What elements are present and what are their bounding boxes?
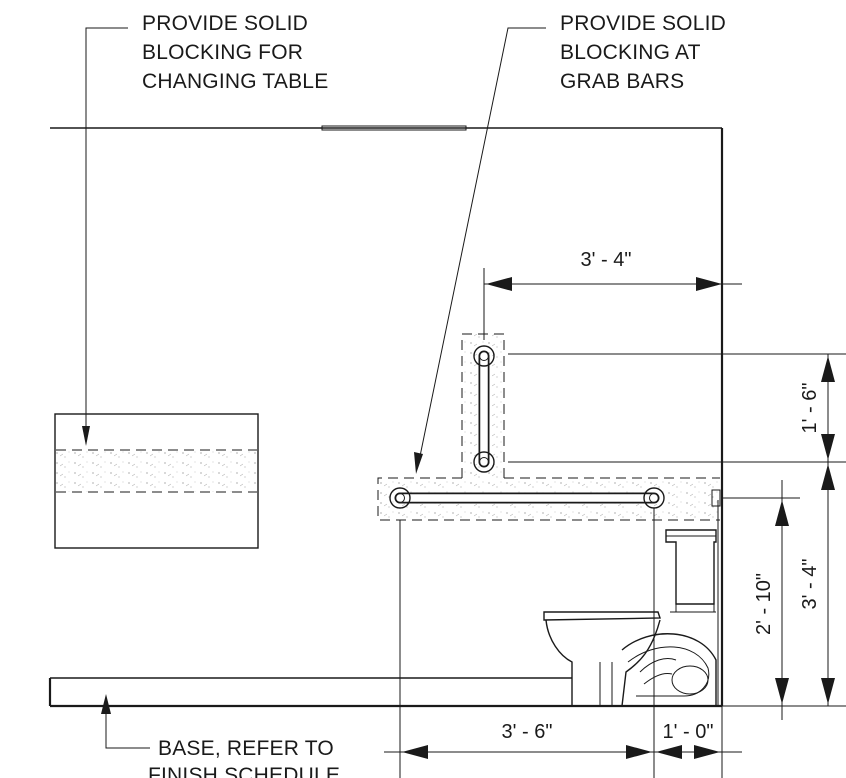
dim-vertical-bar — [508, 353, 846, 706]
note-base: BASE, REFER TO FINISH SCHEDULE — [148, 737, 340, 778]
dim-label-vertical-bar: 1' - 6" — [799, 383, 821, 434]
dim-grab-bar-offset — [483, 268, 742, 340]
grab-bar-blocking — [377, 333, 720, 521]
dim-blocking-width — [384, 745, 742, 759]
dim-label-grab-bar-offset: 3' - 4" — [581, 249, 632, 271]
dim-bar-height — [722, 480, 800, 720]
floor-base — [48, 677, 722, 708]
base-leader — [101, 694, 150, 749]
grab-bar-leader — [414, 27, 546, 474]
note-grab-bars: PROVIDE SOLID BLOCKING AT GRAB BARS — [560, 12, 732, 93]
toilet — [543, 529, 717, 707]
changing-table — [54, 413, 259, 549]
wall-fixture — [711, 489, 721, 507]
dim-label-bar-height: 2' - 10" — [753, 573, 775, 635]
vertical-grab-bar — [473, 345, 495, 473]
dim-label-blocking-height: 3' - 4" — [799, 559, 821, 610]
right-wall — [717, 128, 724, 706]
dim-label-toilet-clearance: 1' - 0" — [663, 721, 714, 743]
note-changing-table: PROVIDE SOLID BLOCKING FOR CHANGING TABL… — [142, 12, 328, 93]
floor-dimension-extensions — [399, 508, 846, 778]
changing-table-leader — [82, 27, 128, 446]
ceiling-line — [50, 125, 722, 131]
dim-label-blocking-width: 3' - 6" — [502, 721, 553, 743]
